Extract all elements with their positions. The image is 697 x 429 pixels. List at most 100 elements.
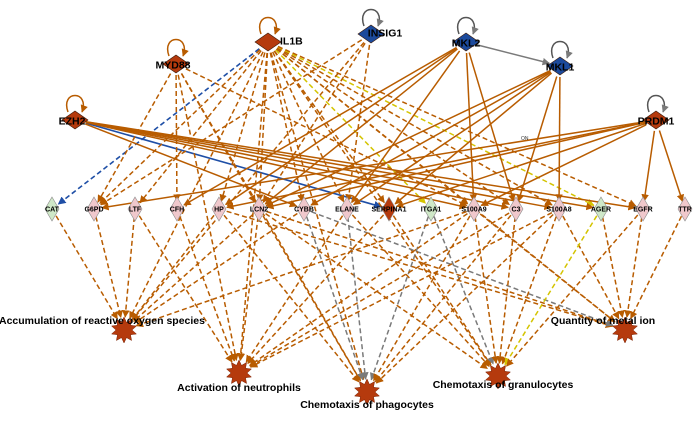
node-ager[interactable]: AGER: [591, 196, 611, 222]
edge-itga1-to-gran: [433, 216, 495, 365]
node-itga1[interactable]: ITGA1: [421, 196, 442, 222]
node-cybb[interactable]: CYBB: [294, 196, 314, 222]
node-label: INSIG1: [368, 28, 403, 40]
edge-s100a9-to-gran: [474, 216, 499, 364]
node-c3[interactable]: C3: [508, 196, 524, 222]
edge-insig1-to-elane: [345, 44, 371, 202]
node-g6pd[interactable]: G6PD: [84, 196, 104, 222]
edge-ltf-to-ros: [122, 216, 136, 318]
node-prdm1[interactable]: PRDM1: [638, 110, 675, 130]
edge-hp-to-metal: [226, 210, 614, 328]
target-diamond: [635, 196, 651, 222]
node-ttr[interactable]: TTR: [677, 196, 693, 222]
target-diamond: [593, 196, 609, 222]
edge-cat-to-ros: [55, 215, 118, 320]
node-il1b[interactable]: IL1B: [254, 32, 303, 52]
edge-il1b-to-egfr: [277, 45, 637, 207]
node-label: EGFR: [633, 207, 652, 214]
node-label: Accumulation of reactive oxygen species: [0, 315, 205, 327]
self-loop-ezh2: [65, 94, 88, 113]
edge-il1b-to-cybb: [269, 52, 305, 202]
node-s100a9[interactable]: S100A9: [461, 196, 487, 222]
edge-s100a8-to-metal: [562, 215, 620, 320]
edge-lcn2-to-metal: [266, 210, 614, 328]
edge-prdm1-to-hp: [226, 121, 646, 210]
node-label: HP: [214, 207, 224, 214]
edge-ezh2-to-s100a8: [85, 121, 552, 211]
edge-il1b-to-hp: [219, 52, 266, 203]
edge-ttr-to-metal: [630, 215, 683, 320]
node-mkl1[interactable]: MKL1: [546, 56, 575, 76]
target-diamond: [677, 196, 693, 222]
edge-ezh2-to-egfr: [85, 120, 636, 211]
edge-prdm1-to-g6pd: [101, 120, 646, 211]
target-diamond: [251, 196, 267, 222]
edge-ezh2-to-cybb: [84, 123, 298, 208]
edge-elane-to-neut: [245, 215, 344, 363]
edge-mkl2-to-mkl1: [476, 43, 551, 66]
edge-prdm1-to-ttr: [658, 130, 684, 203]
edge-mkl2-to-cfh: [183, 46, 457, 206]
node-label: CFH: [170, 207, 184, 214]
node-neut[interactable]: Activation of neutrophils: [177, 359, 301, 394]
node-label: ELANE: [335, 207, 359, 214]
edge-insig1-to-g6pd: [100, 39, 363, 206]
edge-myd88-to-g6pd: [97, 73, 172, 203]
node-elane[interactable]: ELANE: [335, 196, 359, 222]
node-serpina1[interactable]: SERPINA1: [371, 196, 407, 222]
edges: [55, 39, 684, 384]
node-label: LTF: [129, 207, 142, 214]
node-label: MYD88: [155, 60, 190, 72]
edge-egfr-to-metal: [624, 216, 643, 318]
edge-il1b-to-ros: [129, 51, 264, 320]
regulator-diamond: [452, 32, 480, 52]
edge-il1b-to-phag: [270, 52, 366, 381]
node-cfh[interactable]: CFH: [169, 196, 185, 222]
edge-c3-to-neut: [249, 212, 510, 368]
node-lcn2[interactable]: LCN2: [250, 196, 268, 222]
node-label: S100A9: [461, 207, 486, 214]
node-cat[interactable]: CAT: [44, 196, 60, 222]
node-ros[interactable]: Accumulation of reactive oxygen species: [0, 315, 205, 344]
regulator-diamond: [546, 56, 574, 76]
regulator-diamond: [61, 110, 89, 130]
edge-prdm1-to-s100a9: [480, 124, 647, 207]
edge-lcn2-to-neut: [237, 216, 259, 361]
node-gran[interactable]: Chemotaxis of granulocytes: [433, 362, 574, 391]
edge-s100a8-to-phag: [375, 213, 554, 384]
node-ezh2[interactable]: EZH2: [59, 110, 89, 130]
target-diamond: [466, 196, 482, 222]
self-loop-prdm1: [646, 94, 669, 113]
node-phag[interactable]: Chemotaxis of phagocytes: [300, 378, 434, 411]
target-diamond: [296, 196, 312, 222]
node-insig1[interactable]: INSIG1: [357, 24, 403, 44]
node-egfr[interactable]: EGFR: [633, 196, 653, 222]
node-label: Quantity of metal ion: [551, 315, 655, 327]
target-diamond: [44, 196, 60, 222]
function-burst-icon: [111, 316, 137, 344]
edge-ager-to-metal: [601, 216, 625, 318]
edge-myd88-to-neut: [177, 74, 239, 361]
regulator-diamond: [162, 54, 190, 74]
node-label: Chemotaxis of phagocytes: [300, 399, 434, 411]
edge-cybb-to-metal: [311, 211, 614, 327]
node-hp[interactable]: HP: [211, 196, 227, 222]
node-mkl2[interactable]: MKL2: [452, 32, 481, 52]
self-loop-il1b: [258, 16, 281, 35]
target-diamond: [127, 196, 143, 222]
node-ltf[interactable]: LTF: [127, 196, 143, 222]
self-loop-insig1: [361, 8, 384, 27]
edge-note: ON: [521, 136, 529, 142]
edge-c3-to-gran: [496, 216, 516, 364]
node-myd88[interactable]: MYD88: [155, 54, 191, 74]
edge-il1b-to-s100a8: [277, 46, 553, 206]
node-s100a8[interactable]: S100A8: [546, 196, 572, 222]
self-loop-myd88: [166, 38, 189, 57]
edge-il1b-to-c3: [276, 47, 510, 206]
node-metal[interactable]: Quantity of metal ion: [551, 315, 655, 344]
edge-myd88-to-cfh: [173, 74, 181, 202]
node-label: C3: [512, 207, 521, 214]
edge-il1b-to-lcn2: [256, 52, 269, 202]
edge-s100a8-to-gran: [501, 216, 557, 365]
